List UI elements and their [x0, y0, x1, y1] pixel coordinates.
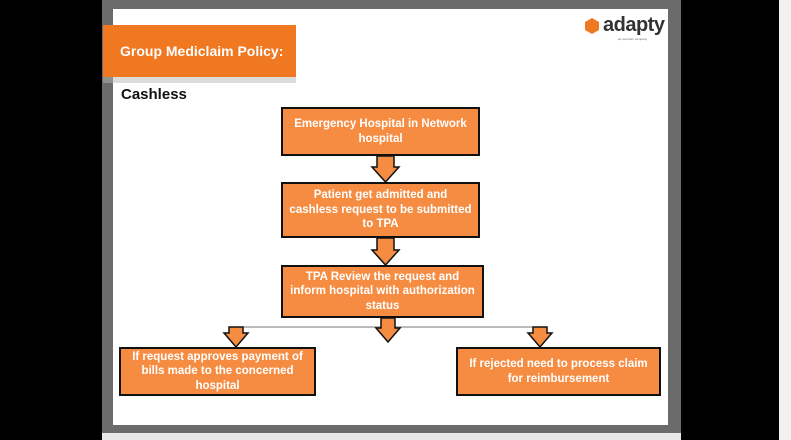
hexagon-logo-icon	[585, 17, 599, 34]
flow-step-tpa-review: TPA Review the request and inform hospit…	[281, 265, 484, 318]
left-letterbox	[0, 0, 102, 440]
company-logo: adapty	[584, 14, 665, 37]
down-arrow-left	[222, 326, 250, 349]
down-arrow-center	[374, 317, 402, 344]
flow-step-emergency-text: Emergency Hospital in Network hospital	[294, 118, 467, 145]
flow-step-admission-text: Patient get admitted and cashless reques…	[289, 189, 472, 231]
down-arrow-1	[370, 155, 401, 184]
down-arrow-right	[526, 326, 554, 349]
flow-step-tpa-review-text: TPA Review the request and inform hospit…	[290, 270, 475, 312]
flow-outcome-rejected-text: If rejected need to process claim for re…	[469, 358, 648, 385]
scrollbar-track[interactable]	[779, 0, 791, 440]
down-arrow-2	[370, 237, 401, 267]
slide-subtitle: Cashless	[121, 86, 187, 103]
logo-tagline: an xpertrem company	[618, 37, 648, 41]
flow-outcome-approved: If request approves payment of bills mad…	[119, 347, 316, 396]
logo-wordmark: adapty	[603, 14, 665, 36]
slide-title-text: Group Mediclaim Policy:	[120, 43, 284, 59]
flow-outcome-approved-text: If request approves payment of bills mad…	[132, 350, 303, 392]
right-letterbox	[681, 0, 779, 440]
slide-title: Group Mediclaim Policy:	[103, 25, 296, 83]
flow-step-admission: Patient get admitted and cashless reques…	[281, 182, 480, 238]
flow-step-emergency: Emergency Hospital in Network hospital	[281, 107, 480, 156]
flow-outcome-rejected: If rejected need to process claim for re…	[456, 347, 661, 396]
